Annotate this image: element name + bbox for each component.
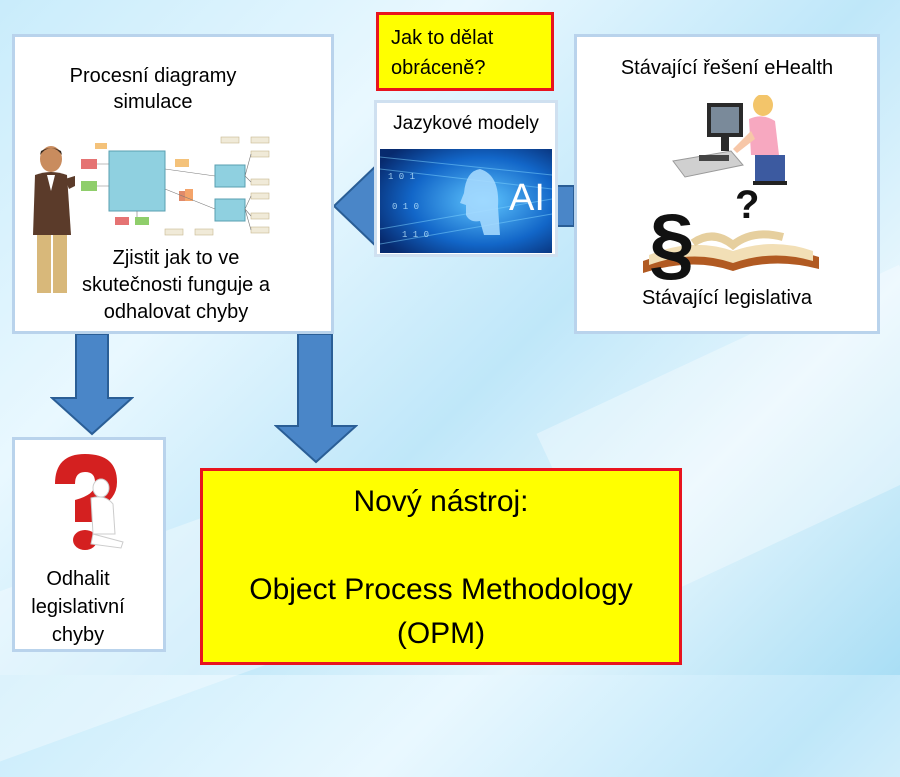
- computer-user-illustration: [672, 95, 787, 185]
- reverse-question-line1: Jak to dělat: [391, 27, 494, 49]
- ehealth-label: Stávající řešení eHealth: [620, 57, 834, 79]
- process-diagram-body-line3: odhalovat chyby: [103, 301, 249, 323]
- process-diagram-title-line1: Procesní diagramy: [69, 65, 237, 87]
- ehealth-legislation-panel: Stávající řešení eHealth § ? Stávající l…: [574, 34, 880, 334]
- legislative-errors-line2: legislativní: [31, 596, 125, 618]
- ai-head-image: 1 0 1 0 1 0 1 1 0: [380, 149, 552, 253]
- opm-tool-name: Object Process Methodology: [249, 573, 633, 606]
- reverse-question-box: Jak to dělat obráceně?: [376, 12, 554, 91]
- process-diagram-panel: Procesní diagramy simulace: [12, 34, 334, 334]
- down-arrow-to-opm: [274, 334, 358, 464]
- question-mark: ?: [735, 183, 760, 227]
- process-flow-diagram-thumbnail: [75, 129, 275, 247]
- reverse-question-line2: obráceně?: [391, 57, 486, 79]
- legislative-errors-panel: Odhalit legislativní chyby: [12, 437, 166, 652]
- language-models-panel: Jazykové modely 1 0 1 0 1 0 1 1 0 AI: [374, 100, 558, 257]
- svg-text:0 1 0: 0 1 0: [392, 202, 419, 212]
- legislative-errors-line1: Odhalit: [46, 568, 110, 590]
- legislative-errors-line3: chyby: [51, 624, 105, 646]
- section-symbol: §: [649, 198, 695, 289]
- ai-label: AI: [509, 177, 545, 219]
- question-person-illustration: [55, 454, 124, 550]
- svg-text:1 1 0: 1 1 0: [402, 230, 429, 240]
- svg-text:1 0 1: 1 0 1: [388, 172, 415, 182]
- legislation-label: Stávající legislativa: [641, 287, 813, 309]
- opm-tool-box: Nový nástroj: Object Process Methodology…: [200, 468, 682, 665]
- law-book-illustration: [643, 230, 819, 273]
- process-diagram-body-line1: Zjistit jak to ve: [112, 247, 240, 269]
- language-models-title: Jazykové modely: [393, 113, 539, 134]
- opm-tool-abbreviation: (OPM): [396, 617, 486, 650]
- opm-tool-heading: Nový nástroj:: [353, 485, 529, 518]
- down-arrow-to-errors: [50, 334, 134, 436]
- process-diagram-title-line2: simulace: [113, 91, 193, 113]
- process-diagram-body-line2: skutečnosti funguje a: [82, 274, 270, 296]
